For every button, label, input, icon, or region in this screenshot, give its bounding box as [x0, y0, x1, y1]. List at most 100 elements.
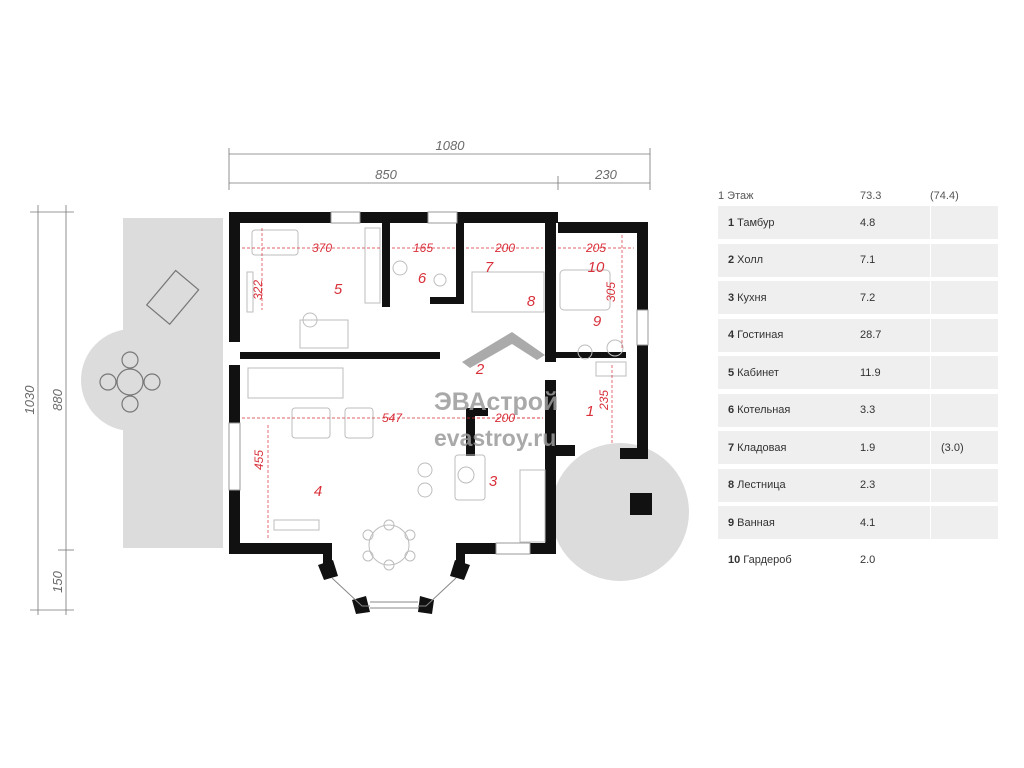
room-number: 6 [728, 404, 735, 416]
room-number: 10 [728, 554, 741, 566]
windows [228, 211, 649, 555]
room-area-alt [930, 543, 998, 577]
dim-547: 547 [382, 411, 403, 425]
room-area: 3.3 [860, 404, 876, 416]
room-numbers: 1 2 3 4 5 6 7 8 9 10 [314, 259, 605, 500]
room-label-7: 7 [485, 259, 494, 276]
room-area-alt [930, 506, 998, 539]
dim-322: 322 [251, 280, 265, 300]
garden-furniture [99, 269, 200, 413]
room-number: 2 [728, 254, 735, 266]
room-name: Холл [737, 254, 764, 266]
watermark-brand: ЭВАстрой [434, 388, 558, 416]
terrace-round [551, 443, 689, 581]
dim-370: 370 [312, 241, 332, 255]
room-label-1: 1 [586, 403, 594, 420]
bay-window-floor [330, 542, 468, 606]
room-name: Кабинет [737, 366, 779, 379]
dim-200-mid: 200 [494, 411, 515, 425]
room-label-4: 4 [314, 483, 322, 500]
dimension-lines [30, 148, 651, 615]
floor-title: 1 Этаж [718, 190, 754, 202]
house-roof-icon [462, 332, 545, 368]
dim-205: 205 [585, 241, 606, 255]
walls [229, 212, 652, 574]
room-area: 4.1 [860, 516, 876, 529]
room-area: 2.3 [860, 479, 876, 491]
inner-dimension-labels: 370 165 200 205 322 305 547 200 235 455 [251, 241, 618, 470]
dim-165: 165 [413, 241, 433, 255]
room-area-alt [930, 393, 998, 427]
room-label-2: 2 [475, 361, 485, 378]
room-number: 3 [728, 291, 735, 304]
dim-width-side: 230 [594, 167, 617, 182]
room-label-10: 10 [588, 259, 605, 276]
floor-total-area-alt: (74.4) [930, 190, 959, 202]
room-name: Тамбур [737, 216, 775, 229]
room-name: Гостиная [737, 329, 784, 341]
room-number: 5 [728, 366, 735, 379]
room-area-alt [930, 206, 998, 239]
room-label-5: 5 [334, 281, 343, 298]
room-area-alt [930, 243, 998, 277]
table-header: 1 Этаж 73.3 (74.4) [718, 186, 998, 206]
room-name: Кладовая [737, 441, 787, 454]
room-name: Лестница [737, 479, 786, 491]
room-area: 2.0 [860, 554, 876, 566]
room-area-alt [930, 468, 998, 502]
room-area-alt [930, 281, 998, 314]
room-name: Кухня [737, 291, 767, 304]
room-name: Ванная [737, 516, 775, 529]
room-number: 7 [728, 441, 735, 454]
dim-455: 455 [252, 450, 266, 470]
dim-total-width: 1080 [436, 138, 466, 153]
room-label-6: 6 [418, 270, 427, 287]
room-area: 7.1 [860, 254, 876, 266]
room-label-9: 9 [593, 313, 602, 330]
dimension-labels: 1080 850 230 1030 880 150 [22, 138, 618, 593]
bay-window-glass [331, 577, 457, 609]
room-label-3: 3 [489, 473, 498, 490]
dim-height-main: 880 [50, 388, 65, 410]
room-name: Котельная [737, 404, 791, 416]
watermark-logo: ЭВАстрой evastroy.ru [434, 332, 558, 451]
room-number: 8 [728, 479, 735, 491]
room-label-8: 8 [527, 293, 536, 310]
dim-200-top: 200 [494, 241, 515, 255]
dim-total-height: 1030 [22, 385, 37, 415]
room-number: 1 [728, 216, 735, 229]
dim-235: 235 [597, 390, 611, 411]
terrace-left [81, 218, 223, 548]
dim-width-main: 850 [375, 167, 397, 182]
room-area-alt [930, 356, 998, 389]
room-area-alt [930, 318, 998, 352]
room-number: 9 [728, 516, 735, 529]
room-area: 28.7 [860, 329, 882, 341]
dim-height-bay: 150 [50, 570, 65, 592]
room-area: 7.2 [860, 291, 876, 304]
watermark-site: evastroy.ru [434, 425, 556, 451]
